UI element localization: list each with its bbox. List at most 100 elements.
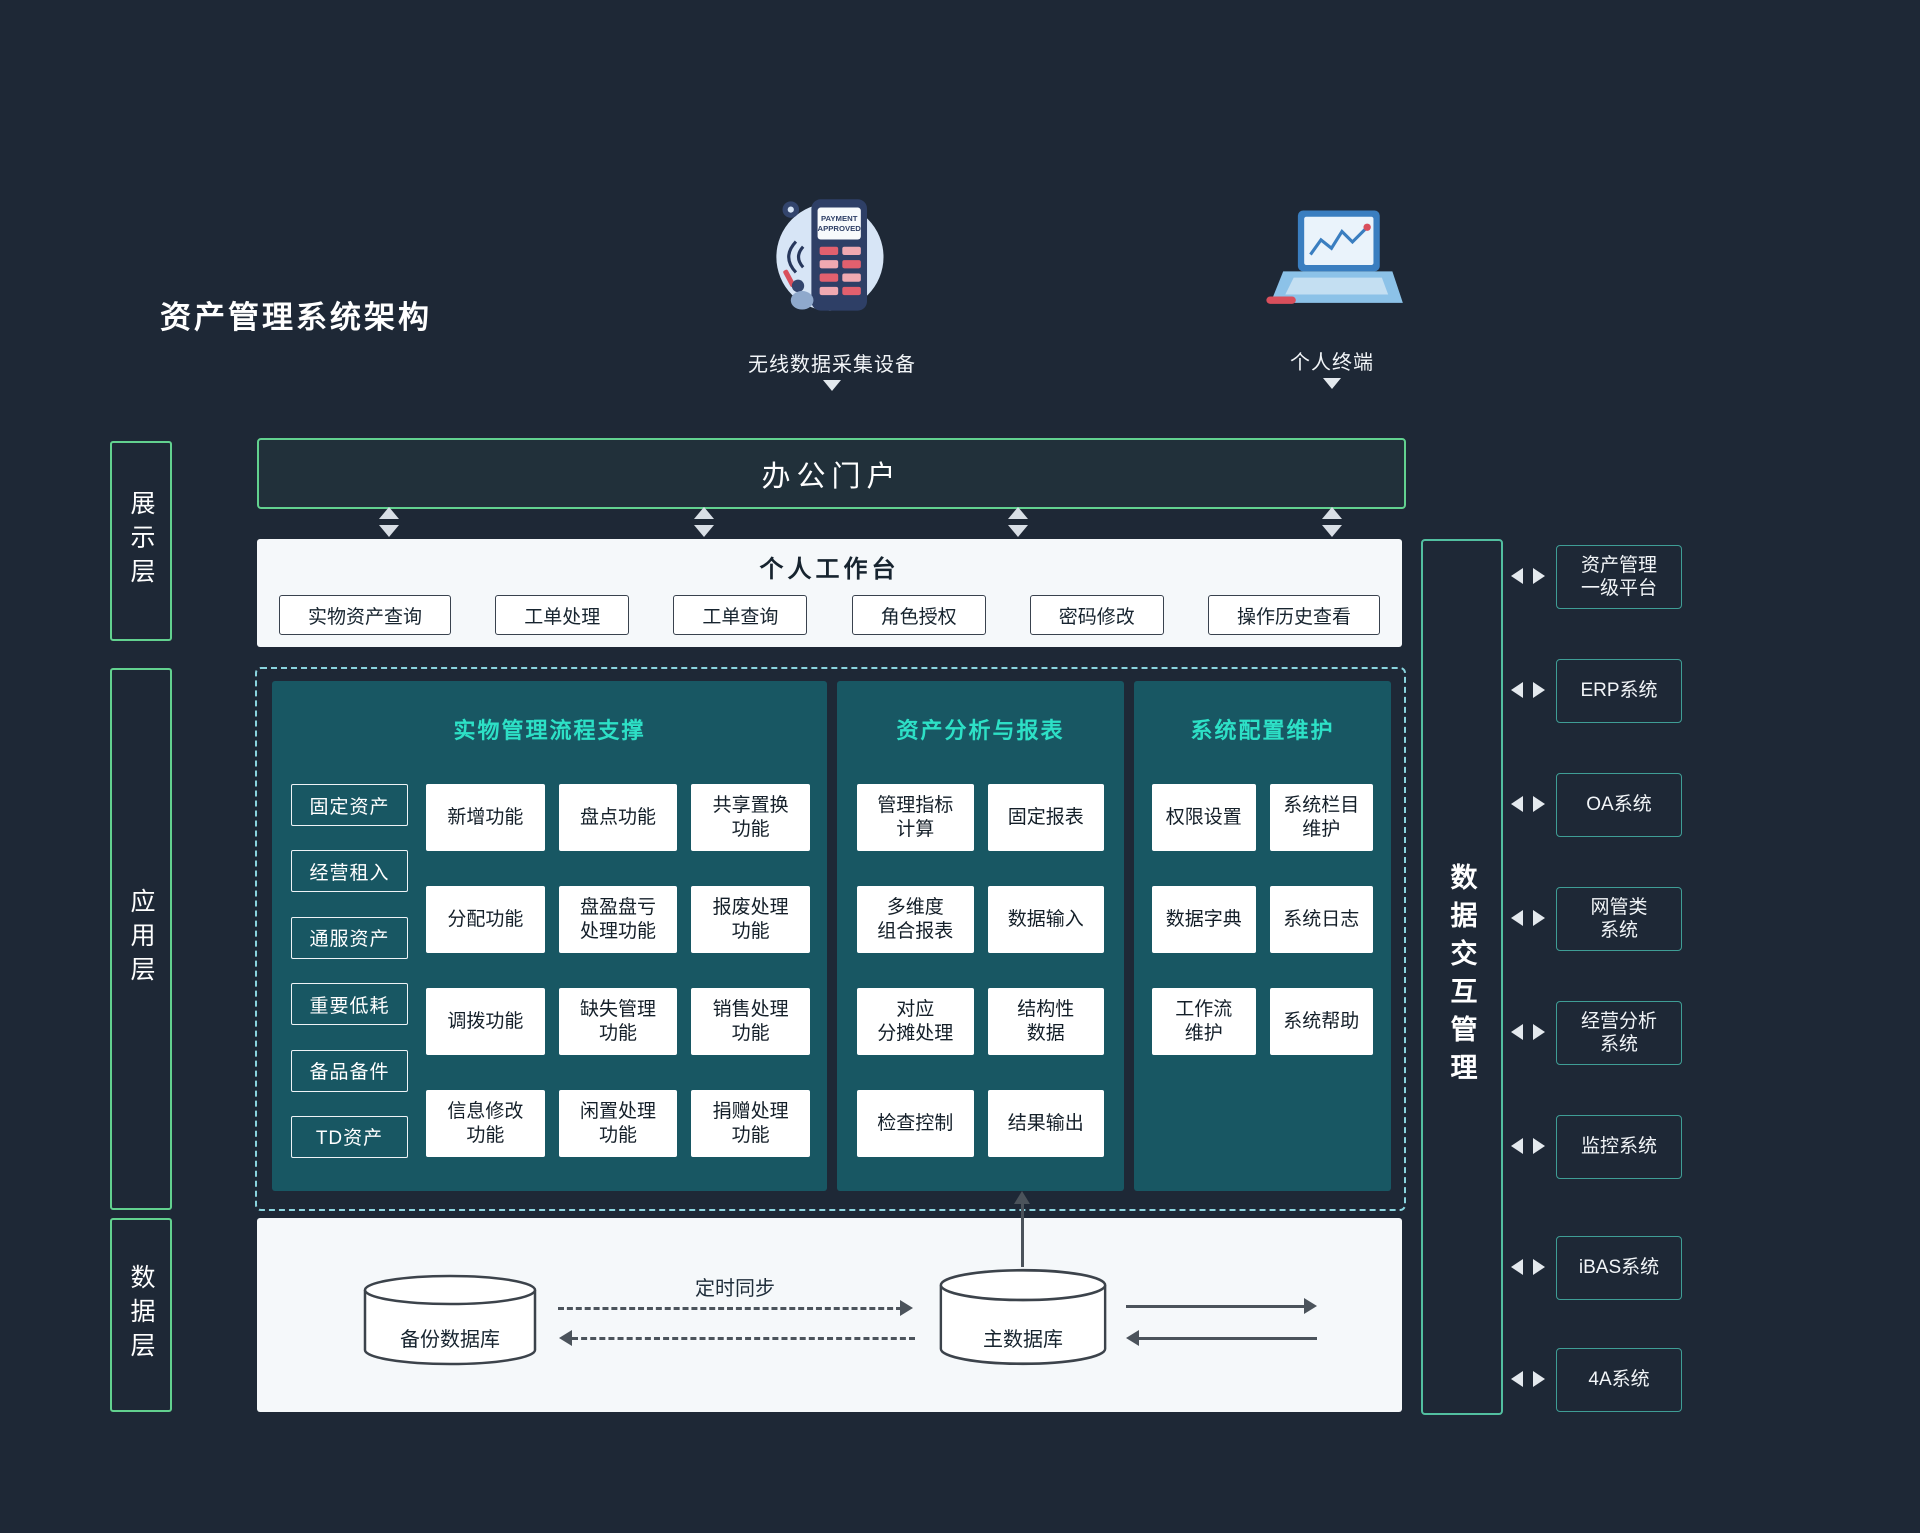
personal-terminal-label: 个人终端	[1290, 352, 1374, 374]
workbench-panel: 个人工作台 实物资产查询 工单处理 工单查询 角色授权 密码修改 操作历史查看	[257, 539, 1402, 647]
function-box: 系统帮助	[1269, 988, 1373, 1055]
laptop-icon	[1258, 206, 1406, 322]
application-layer-container	[255, 667, 1406, 1211]
function-box: 系统日志	[1269, 886, 1373, 953]
function-box: 检查控制	[857, 1090, 974, 1157]
layer-label-text: 展示层	[127, 490, 155, 592]
external-system-box: 4A系统	[1556, 1348, 1682, 1412]
arrowhead-left-icon	[559, 1330, 572, 1346]
payment-screen-line2: APPROVED	[818, 224, 862, 233]
function-box: 销售处理 功能	[691, 988, 810, 1055]
function-box: 工作流 维护	[1152, 988, 1256, 1055]
left-right-arrow-icon	[1511, 682, 1545, 698]
function-box: 数据输入	[987, 886, 1104, 953]
function-grid: 权限设置 系统栏目 维护 数据字典 系统日志 工作流 维护 系统帮助	[1152, 784, 1373, 1055]
workbench-item: 实物资产查询	[279, 595, 452, 635]
left-right-arrow-icon	[1511, 568, 1545, 584]
down-arrow-icon	[823, 380, 841, 391]
panel-analysis: 资产分析与报表 管理指标 计算 固定报表 多维度 组合报表 数据输入 对应 分摊…	[837, 681, 1124, 1191]
function-box: 固定报表	[987, 784, 1104, 851]
payment-screen-line1: PAYMENT	[821, 214, 858, 223]
function-box: 捐赠处理 功能	[691, 1090, 810, 1157]
function-box: 系统栏目 维护	[1269, 784, 1373, 851]
function-box: 对应 分摊处理	[857, 988, 974, 1055]
external-system-box: OA系统	[1556, 773, 1682, 837]
dashed-arrow-left	[572, 1337, 915, 1340]
panel-config: 系统配置维护 权限设置 系统栏目 维护 数据字典 系统日志 工作流 维护 系统帮…	[1134, 681, 1391, 1191]
up-arrow-line	[1021, 1203, 1024, 1267]
solid-arrow-right	[1126, 1305, 1306, 1308]
layer-label-text: 数据层	[127, 1264, 155, 1366]
function-box: 结果输出	[987, 1090, 1104, 1157]
workbench-item: 密码修改	[1029, 595, 1164, 635]
panel-title: 实物管理流程支撑	[453, 718, 646, 743]
category-chip: 固定资产	[291, 784, 408, 826]
solid-arrow-left	[1139, 1337, 1317, 1340]
function-box: 管理指标 计算	[857, 784, 974, 851]
function-box: 新增功能	[426, 784, 545, 851]
workbench-item: 操作历史查看	[1207, 595, 1380, 635]
workbench-item: 角色授权	[851, 595, 986, 635]
category-chip: 经营租入	[291, 850, 408, 893]
function-box: 信息修改 功能	[426, 1090, 545, 1157]
workbench-items-row: 实物资产查询 工单处理 工单查询 角色授权 密码修改 操作历史查看	[279, 595, 1380, 635]
function-box: 盘盈盘亏 处理功能	[558, 886, 678, 953]
external-system-box: 网管类 系统	[1556, 887, 1682, 951]
function-box: 分配功能	[426, 886, 545, 953]
category-column: 固定资产 经营租入 通服资产 重要低耗 备品备件 TD资产	[291, 784, 408, 1158]
updown-arrow-icon	[1006, 507, 1030, 537]
workbench-title: 个人工作台	[759, 556, 900, 583]
panel-title: 资产分析与报表	[896, 718, 1065, 743]
category-chip: 通服资产	[291, 916, 408, 959]
left-right-arrow-icon	[1511, 1138, 1545, 1154]
arrowhead-right-icon	[900, 1300, 913, 1316]
external-system-box: iBAS系统	[1556, 1236, 1682, 1300]
left-right-arrow-icon	[1511, 796, 1545, 812]
function-box: 盘点功能	[558, 784, 678, 851]
down-arrow-icon	[1323, 378, 1341, 389]
left-right-arrow-icon	[1511, 1024, 1545, 1040]
sync-label: 定时同步	[695, 1278, 775, 1300]
payment-terminal-icon: PAYMENT APPROVED	[764, 186, 900, 328]
function-box: 共享置换 功能	[691, 784, 810, 851]
external-system-box: ERP系统	[1556, 659, 1682, 723]
data-interaction-box: 数据交互管理	[1421, 539, 1503, 1415]
function-grid: 管理指标 计算 固定报表 多维度 组合报表 数据输入 对应 分摊处理 结构性 数…	[857, 784, 1104, 1157]
page-title: 资产管理系统架构	[160, 300, 432, 335]
left-right-arrow-icon	[1511, 1259, 1545, 1275]
function-box: 数据字典	[1152, 886, 1256, 953]
wireless-device-label: 无线数据采集设备	[748, 354, 916, 376]
external-system-box: 监控系统	[1556, 1115, 1682, 1179]
function-box: 多维度 组合报表	[857, 886, 974, 953]
db-label: 备份数据库	[400, 1329, 500, 1351]
arrowhead-left-icon	[1126, 1330, 1139, 1346]
function-box: 调拨功能	[426, 988, 545, 1055]
portal-title: 办公门户	[761, 460, 902, 493]
layer-label-text: 应用层	[127, 888, 155, 990]
category-chip: TD资产	[291, 1115, 408, 1158]
workbench-item: 工单处理	[495, 595, 630, 635]
portal-box: 办公门户	[257, 438, 1406, 509]
panel-process: 实物管理流程支撑 固定资产 经营租入 通服资产 重要低耗 备品备件 TD资产 新…	[272, 681, 827, 1191]
data-interaction-title: 数据交互管理	[1446, 863, 1477, 1091]
main-db-cylinder: 主数据库	[937, 1266, 1109, 1368]
function-box: 结构性 数据	[987, 988, 1104, 1055]
function-box: 缺失管理 功能	[558, 988, 678, 1055]
external-system-box: 经营分析 系统	[1556, 1001, 1682, 1065]
arrowhead-up-icon	[1014, 1191, 1030, 1204]
updown-arrow-icon	[1320, 507, 1344, 537]
function-box: 报废处理 功能	[691, 886, 810, 953]
category-chip: 重要低耗	[291, 983, 408, 1026]
left-right-arrow-icon	[1511, 1371, 1545, 1387]
external-system-box: 资产管理 一级平台	[1556, 545, 1682, 609]
layer-label-application: 应用层	[110, 668, 172, 1210]
workbench-item: 工单查询	[673, 595, 808, 635]
function-box: 闲置处理 功能	[558, 1090, 678, 1157]
dashed-arrow-right	[558, 1307, 902, 1310]
left-right-arrow-icon	[1511, 910, 1545, 926]
arrowhead-right-icon	[1304, 1298, 1317, 1314]
updown-arrow-icon	[692, 507, 716, 537]
panel-title: 系统配置维护	[1190, 718, 1335, 743]
backup-db-cylinder: 备份数据库	[361, 1272, 539, 1368]
